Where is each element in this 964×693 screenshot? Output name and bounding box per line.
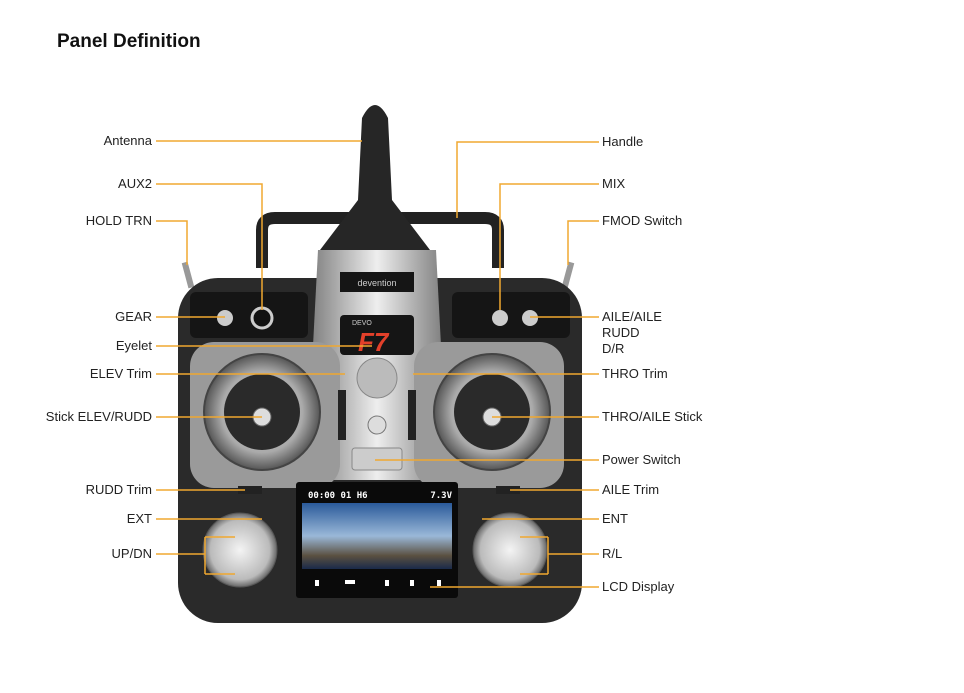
aile-trim-switch [496,486,520,494]
page-title: Panel Definition [57,31,201,52]
label-aile-trim: AILE Trim [602,482,660,497]
label-stick-elev-rudd: Stick ELEV/RUDD [45,409,152,424]
label-fmod-switch: FMOD Switch [602,213,683,228]
left-wheel [202,512,278,588]
hold-trn-switch [181,261,195,289]
elev-trim-switch [338,390,346,440]
label-handle: Handle [602,134,644,149]
leader-lines [156,140,599,588]
svg-text:devention: devention [357,278,396,288]
label-thro-trim: THRO Trim [602,366,668,381]
label-eyelet: Eyelet [115,338,152,353]
eyelet [356,357,398,399]
svg-text:00:00 01 H6: 00:00 01 H6 [308,491,368,501]
label-r-l: R/L [602,546,623,561]
label-thro-aile-stick: THRO/AILE Stick [602,409,703,424]
label-hold-trn: HOLD TRN [85,213,152,228]
label-ext: EXT [126,511,152,526]
label-aux2: AUX2 [118,176,152,191]
dr-switch [522,310,538,326]
label-rudd-trim: RUDD Trim [85,482,152,497]
power-switch [351,447,403,471]
right-wheel [472,512,548,588]
fmod-switch [561,261,575,289]
gear-switch [217,310,233,326]
label-ent: ENT [602,511,628,526]
svg-text:DEVO: DEVO [352,320,372,327]
brand-plate [340,272,414,292]
rudd-trim-switch [238,486,262,494]
label-mix: MIX [602,176,626,191]
label-power-switch: Power Switch [602,452,681,467]
aux2-knob [250,306,274,330]
svg-text:7.3V: 7.3V [430,491,452,501]
label-elev-trim: ELEV Trim [89,366,152,381]
label-up-dn: UP/DN [111,546,152,561]
label-lcd-display: LCD Display [602,579,675,594]
svg-text:F7: F7 [358,327,390,357]
label-gear: GEAR [115,309,152,324]
label-aile-rudd-dr: AILE/AILE RUDD D/R [602,309,662,356]
antenna [320,105,430,250]
label-antenna: Antenna [103,133,152,148]
mix-switch [492,310,508,326]
thro-trim-switch [408,390,416,440]
